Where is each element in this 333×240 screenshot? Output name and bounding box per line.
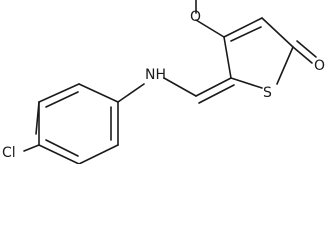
ring-double-bond [45, 91, 79, 108]
ring-bond [230, 77, 263, 89]
exocyclic-double-bond [195, 77, 232, 97]
ring-bond [223, 17, 263, 38]
c-n-bond [117, 83, 145, 103]
sulfur-label: S [263, 85, 272, 101]
ring-double-bond [230, 26, 262, 42]
thiophenone-ring [223, 17, 294, 89]
chlorine-label: Cl [2, 145, 16, 161]
molecule-diagram: Cl NH O S O [2, 0, 325, 165]
c-o-methoxy-bond [195, 19, 225, 38]
ring-bond [78, 144, 119, 165]
carbonyl-oxygen-label: O [314, 58, 325, 74]
ring-bond [38, 83, 80, 103]
chlorophenyl-ring [35, 83, 119, 165]
ring-bond [223, 36, 232, 79]
structure-canvas: Cl NH O S O [2, 0, 325, 165]
amine-label: NH [145, 67, 166, 83]
ring-bond [276, 46, 294, 85]
n-ch-bond [163, 77, 197, 97]
ring-bond [78, 83, 119, 103]
exocyclic-double-bond [198, 84, 235, 104]
ring-double-bond [45, 139, 79, 157]
methoxy-oxygen-label: O [190, 9, 201, 25]
c-cl-bond [23, 144, 40, 152]
carbonyl-double-bond [292, 46, 313, 64]
ring-bond [38, 144, 80, 165]
carbonyl-double-bond [296, 40, 317, 58]
ring-bond [261, 17, 294, 48]
